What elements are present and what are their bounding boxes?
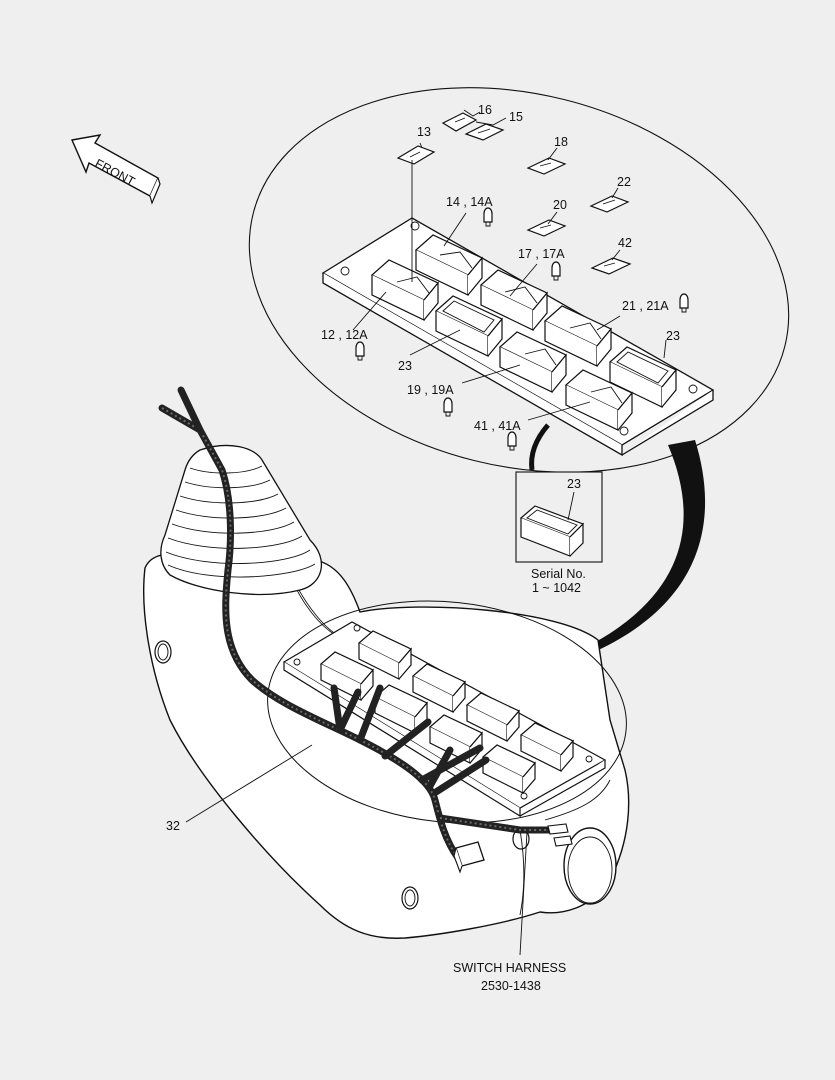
rubber-boot (160, 444, 322, 595)
bulb-icon-41 (507, 431, 517, 451)
decal-18 (526, 157, 567, 175)
decal-15 (464, 123, 505, 141)
callout-16: 16 (478, 103, 492, 117)
console-housing (143, 553, 630, 939)
callout-21: 21 , 21A (622, 299, 669, 313)
decal-22 (589, 195, 630, 213)
leader-lines-detail (352, 109, 667, 421)
callout-13: 13 (417, 125, 431, 139)
callout-18: 18 (554, 135, 568, 149)
switch-23-left (434, 295, 503, 357)
callout-41: 41 , 41A (474, 419, 521, 433)
harness-name: SWITCH HARNESS (453, 961, 566, 975)
callout-23-right: 23 (666, 329, 680, 343)
switch-harness-cable (158, 386, 573, 874)
bulb-icon-14 (483, 207, 493, 227)
console-switch-2 (357, 630, 412, 680)
rocker-switch-12 (370, 259, 439, 321)
harness-part-number: 2530-1438 (481, 979, 541, 993)
callout-19: 19 , 19A (407, 383, 454, 397)
callout-20: 20 (553, 198, 567, 212)
serial-label: Serial No. (531, 567, 586, 581)
callout-22: 22 (617, 175, 631, 189)
front-arrow: FRONT (71, 134, 161, 205)
leader-harness (519, 831, 528, 956)
callout-23-left: 23 (398, 359, 412, 373)
rocker-switch-41 (564, 369, 633, 431)
callout-15: 15 (509, 110, 523, 124)
bulb-icon-17 (551, 261, 561, 281)
console-switch-7 (481, 744, 536, 794)
bulb-icon-19 (443, 397, 453, 417)
switch-23-right (608, 346, 677, 408)
console-switch-8 (519, 722, 574, 772)
callout-23-inset: 23 (567, 477, 581, 491)
serial-inset: 23 (515, 471, 603, 563)
decal-20 (526, 219, 567, 237)
rocker-switch-19 (498, 331, 567, 393)
decal-42 (590, 257, 632, 275)
decal-16 (441, 112, 478, 132)
detail-connector (570, 440, 706, 660)
bulb-icon-21 (679, 293, 689, 313)
serial-range: 1 ~ 1042 (532, 581, 581, 595)
console-switch-4 (411, 663, 466, 713)
callout-12: 12 , 12A (321, 328, 368, 342)
switch-panel-detail (321, 217, 715, 457)
rocker-switch-14 (414, 234, 483, 296)
console-switch-6 (465, 692, 520, 742)
callout-32: 32 (166, 819, 180, 833)
console-switch-1 (319, 651, 374, 701)
bulb-icon-12 (355, 341, 365, 361)
decal-13 (396, 145, 436, 165)
callout-17: 17 , 17A (518, 247, 565, 261)
rocker-switch-21 (543, 305, 612, 367)
leader-32 (185, 744, 313, 823)
callout-42: 42 (618, 236, 632, 250)
rocker-switch-17 (479, 269, 548, 331)
callout-14: 14 , 14A (446, 195, 493, 209)
